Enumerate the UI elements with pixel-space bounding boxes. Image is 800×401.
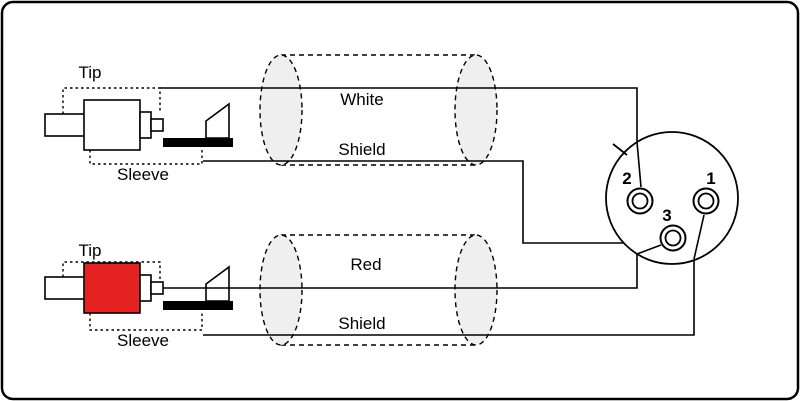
xlr-pin3-inner [664, 229, 682, 247]
rca-white-tip-callout [62, 87, 161, 114]
xlr-pin1-inner [697, 192, 715, 210]
rca-red-sleeve-label: Sleeve [117, 331, 169, 350]
rca-white-shaft [44, 113, 86, 137]
xlr-pin2-label: 2 [622, 169, 631, 188]
rca-red-tip-pin [150, 281, 164, 295]
wire-bottom-shield [203, 260, 695, 336]
xlr-pin2-inner [631, 192, 649, 210]
rca-red-body [83, 262, 141, 314]
xlr-latch-notch [612, 143, 628, 156]
rca-white-cable-bar [163, 138, 233, 147]
rca-red-tip-label: Tip [79, 241, 102, 260]
xlr-pin1-label: 1 [706, 169, 715, 188]
xlr-connector: 2 1 3 [605, 131, 739, 265]
xlr-stub-pin1 [693, 214, 705, 260]
top-cable-shield-label: Shield [338, 140, 385, 159]
rca-white-tip-label: Tip [79, 63, 102, 82]
rca-red-cable-bar [163, 301, 233, 310]
bottom-cable-shield-label: Shield [338, 314, 385, 333]
rca-red-strain-relief [205, 265, 230, 302]
rca-red-sleeve-callout [89, 311, 203, 331]
rca-white-body [83, 99, 141, 151]
rca-red-tip-callout [62, 261, 161, 279]
rca-red-collar [139, 274, 152, 302]
rca-white-collar [139, 111, 152, 139]
rca-white-tip-pin [150, 118, 164, 132]
bottom-cable-jacket [259, 234, 498, 346]
rca-connector-white: Tip Sleeve [44, 63, 233, 184]
wire-red-signal [163, 254, 638, 289]
xlr-pin3-label: 3 [662, 206, 671, 225]
rca-white-sleeve-label: Sleeve [117, 165, 169, 184]
wire-top-shield [203, 160, 624, 244]
top-cable-right-end [454, 54, 498, 166]
rca-white-sleeve-callout [89, 148, 203, 165]
rca-red-shaft [44, 276, 86, 300]
top-cable-jacket [259, 54, 498, 166]
top-cable-signal-label: White [340, 90, 383, 109]
rca-connector-red: Tip Sleeve [44, 241, 233, 350]
wire-white-signal [160, 87, 638, 142]
rca-white-strain-relief [205, 102, 230, 139]
xlr-stub-pin3 [636, 244, 662, 255]
bottom-cable-signal-label: Red [350, 255, 381, 274]
xlr-stub-pin2 [636, 141, 642, 188]
bottom-cable-right-end [454, 234, 498, 346]
bottom-cable-left-end [259, 234, 303, 346]
top-cable-left-end [259, 54, 303, 166]
